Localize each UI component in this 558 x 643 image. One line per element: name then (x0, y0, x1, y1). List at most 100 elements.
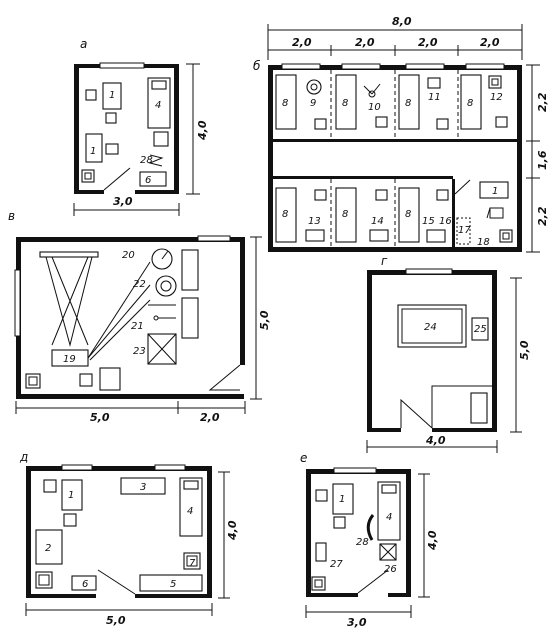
plan-e-pillow (381, 484, 397, 494)
plan-b-fixture-11-icon (427, 77, 441, 89)
plan-a-wall-right (174, 64, 179, 194)
plan-e-bed-1 (332, 483, 354, 515)
plan-b-sink-icon (499, 229, 513, 243)
plan-g: г 24 25 4,0 5,0 (366, 254, 531, 453)
plan-d-dim-width: 5,0 (106, 614, 126, 627)
plan-b-label-14: 14 (371, 216, 384, 227)
plan-d-pillow (183, 480, 199, 490)
plan-b-label-16: 16 (439, 216, 452, 227)
plan-b-office-chair (486, 207, 504, 219)
plan-e-label-28: 28 (356, 537, 369, 548)
plan-a-label-4: 4 (155, 100, 161, 111)
plan-a-bed-1-bottom (85, 133, 103, 163)
plan-g-alcove (431, 385, 492, 428)
plan-d-window-2 (154, 464, 186, 471)
plan-a-dim-width: 3,0 (113, 195, 133, 208)
plan-b-label-1: 1 (492, 186, 498, 197)
plan-b-sink-inner (502, 232, 510, 240)
plan-e-chair (333, 516, 346, 529)
plan-b-wall-left (268, 65, 273, 251)
plan-b-chair-b3 (436, 189, 449, 201)
plan-d-desk-2 (35, 529, 63, 565)
plan-v-wall-top (16, 237, 244, 242)
plan-b-fixture-12-inner (491, 78, 499, 86)
plan-e-stand-27 (315, 542, 327, 562)
plan-b-bay-width-1: 2,0 (292, 36, 312, 49)
plan-v-dim-height: 5,0 (258, 310, 271, 330)
plan-v-cabinet-1 (181, 249, 199, 291)
plan-e: е 1 4 28 26 27 3,0 4,0 (300, 451, 439, 629)
plan-b-label-8-b3: 8 (405, 209, 411, 220)
plan-v-dial-inner (160, 280, 172, 292)
plan-a-pillow (151, 80, 167, 90)
plan-b-height-1: 2,2 (536, 92, 549, 112)
plan-d-label-5: 5 (170, 579, 176, 590)
plan-v-wall-right (240, 237, 245, 365)
plan-a-nightstand (85, 89, 97, 101)
plan-b-office-door (454, 179, 471, 195)
plan-a-sink-inner (84, 172, 92, 180)
plan-a-cabinet (153, 131, 169, 147)
plan-b-office-wall (452, 179, 455, 247)
plan-e-door (357, 569, 389, 594)
plan-b-bed-top-1 (275, 74, 297, 130)
plan-b-fixture-9-inner (310, 83, 318, 91)
plan-g-dim-height: 5,0 (518, 340, 531, 360)
plan-d-wall-bottom-right (135, 594, 212, 598)
plan-b-label-15: 15 (422, 216, 435, 227)
plan-v-window-left (14, 269, 21, 337)
plan-a-label-1-top: 1 (109, 90, 115, 101)
plan-b-label-12: 12 (490, 92, 503, 103)
plan-v-dim-width-extra: 2,0 (200, 411, 220, 424)
plan-d-chair (63, 513, 77, 527)
plan-e-label-4: 4 (386, 512, 392, 523)
plan-b-window-3 (405, 63, 445, 70)
plan-d-wall-right (207, 466, 212, 598)
plan-v-letter: в (8, 209, 15, 223)
plan-v-dim-width-main: 5,0 (90, 411, 110, 424)
plan-a-label-28: 28 (140, 155, 153, 166)
plan-b-fixture-12-icon (488, 75, 502, 89)
plan-v-peg (153, 315, 159, 321)
plan-v-sink-inner (28, 376, 38, 386)
plan-b-bed-top-3 (398, 74, 420, 130)
plan-a-wall-bottom-right (135, 190, 179, 194)
plan-a-chair-top (105, 112, 117, 124)
plan-v-xray-apparatus-icon (45, 256, 93, 347)
plan-b-label-18: 18 (477, 237, 490, 248)
plan-g-wall-right (492, 270, 497, 432)
plan-e-window (333, 467, 377, 474)
plan-b-label-13: 13 (308, 216, 321, 227)
plan-v-apparatus-top (39, 251, 99, 258)
plan-a-table (139, 171, 167, 187)
plan-b-label-10: 10 (368, 102, 381, 113)
plan-d-label-1: 1 (68, 490, 74, 501)
plan-b-bay-width-2: 2,0 (355, 36, 375, 49)
plan-g-table-inner (401, 308, 463, 344)
plan-d-dim-height: 4,0 (226, 520, 239, 541)
plan-g-door (400, 398, 433, 429)
plan-b-label-8-t1: 8 (282, 98, 288, 109)
plan-g-window (405, 268, 453, 275)
plan-e-sink-inner (314, 579, 323, 588)
plan-b-height-3: 2,2 (536, 206, 549, 226)
plan-b-window-4 (465, 63, 505, 70)
plan-v-label-22: 22 (133, 279, 146, 290)
plan-b-wall-right (517, 65, 522, 251)
plan-d-wall-bottom-left (26, 594, 96, 598)
plan-e-sink-icon (311, 576, 326, 591)
plan-v-leader-22 (87, 284, 151, 359)
plan-d-cabinet-7 (183, 552, 201, 570)
plan-b-window-1 (281, 63, 321, 70)
plan-d: д 1 2 3 4 5 6 7 5,0 4,0 (19, 450, 239, 627)
plan-v-label-20: 20 (122, 250, 135, 261)
plan-b-label-8-t3: 8 (405, 98, 411, 109)
plan-b-fixture-10-icon (363, 83, 381, 95)
plan-b-bed-bot-2 (335, 187, 357, 243)
plan-b-label-8-b1: 8 (282, 209, 288, 220)
plan-d-cabinet-inner (186, 555, 198, 567)
plan-g-letter: г (381, 254, 388, 268)
plan-v-gauge-needle (161, 250, 169, 260)
plan-v: в 19 20 21 22 23 (8, 209, 271, 424)
